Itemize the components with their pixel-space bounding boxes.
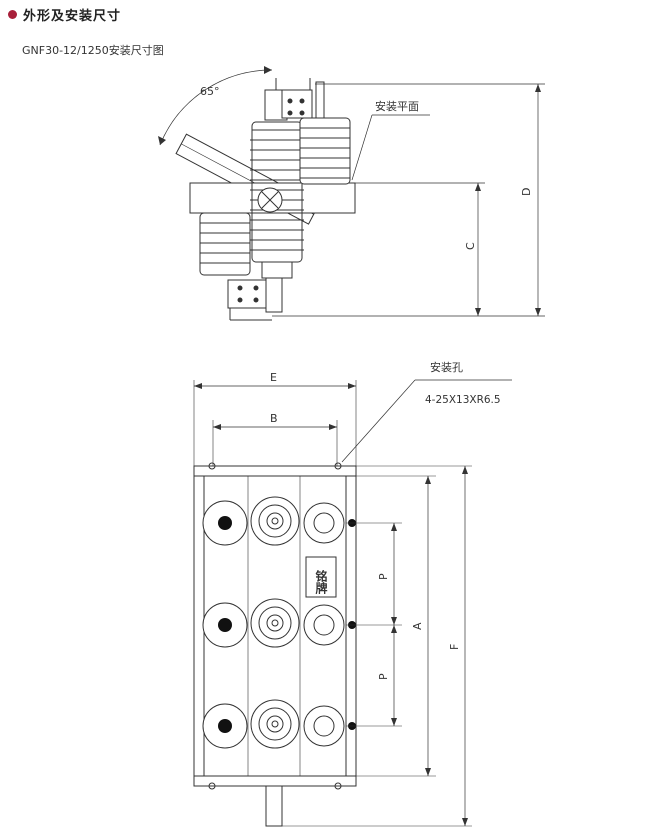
lower-terminal bbox=[227, 277, 283, 321]
angle-arc bbox=[159, 69, 273, 146]
phase-row-1 bbox=[202, 496, 356, 546]
dim-a-label: A bbox=[411, 622, 424, 630]
nameplate-box bbox=[305, 556, 337, 598]
upper-insulator bbox=[250, 78, 313, 279]
dim-e-label: E bbox=[270, 371, 277, 384]
hole-spec: 4-25X13XR6.5 bbox=[425, 394, 501, 406]
dim-d-label: D bbox=[520, 188, 533, 196]
mount-hole bbox=[208, 462, 216, 470]
mount-plane-label: 安装平面 bbox=[375, 99, 419, 113]
mount-hole bbox=[208, 782, 216, 790]
top-view: E B 安装孔 4-25X13XR6.5 bbox=[193, 360, 512, 827]
dim-b-label: B bbox=[270, 412, 278, 425]
side-view: 65° bbox=[158, 66, 545, 321]
angle-label: 65° bbox=[200, 85, 220, 98]
right-insulator bbox=[299, 81, 351, 185]
section-title: 外形及安装尺寸 bbox=[23, 8, 122, 24]
drawing-subtitle: GNF30-12/1250安装尺寸图 bbox=[22, 44, 164, 57]
mount-hole bbox=[334, 782, 342, 790]
left-insulator bbox=[199, 212, 251, 276]
nameplate-label: 铭牌 bbox=[314, 569, 328, 595]
dim-p1-label: P bbox=[377, 573, 390, 580]
phase-row-3 bbox=[202, 699, 356, 749]
bullet-icon bbox=[8, 9, 17, 19]
dim-f-label: F bbox=[448, 644, 461, 650]
section-header: 外形及安装尺寸 bbox=[8, 4, 121, 24]
phase-row-2 bbox=[202, 598, 356, 648]
dim-c-label: C bbox=[464, 242, 477, 250]
mount-hole bbox=[334, 462, 342, 470]
dim-p2-label: P bbox=[377, 673, 390, 680]
hole-label: 安装孔 bbox=[430, 360, 463, 374]
drive-shaft bbox=[265, 785, 283, 827]
